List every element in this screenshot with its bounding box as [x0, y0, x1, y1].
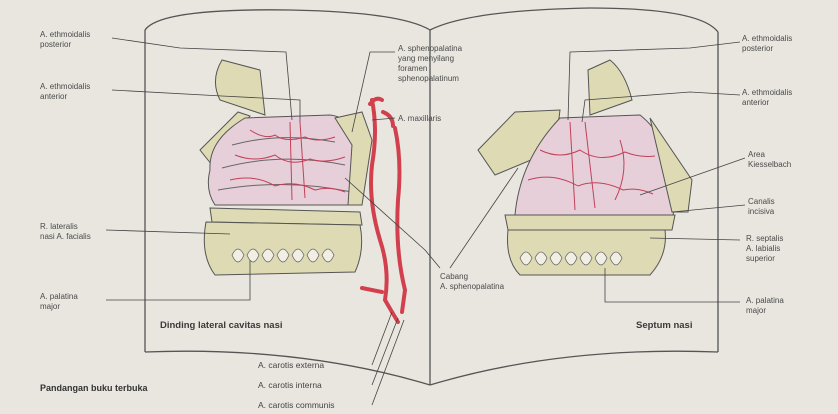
label-carotis-externa: A. carotis externa: [258, 360, 324, 370]
caption-septum: Septum nasi: [636, 320, 693, 331]
label-carotis-interna: A. carotis interna: [258, 380, 322, 390]
label-carotis-communis: A. carotis communis: [258, 400, 335, 410]
frontal-bone: [215, 60, 265, 115]
lateral-mucosa: [208, 115, 362, 205]
maxilla-lateral: [204, 222, 361, 275]
palate-bone-right: [505, 215, 675, 230]
caption-open-book-view: Pandangan buku terbuka: [40, 383, 148, 393]
frontal-bone-right: [588, 60, 632, 115]
lateral-wall-illustration: [200, 60, 405, 322]
septum-illustration: [478, 60, 692, 275]
caption-lateral-wall: Dinding lateral cavitas nasi: [160, 320, 283, 331]
label-maxillaris: A. maxillaris: [398, 114, 441, 124]
